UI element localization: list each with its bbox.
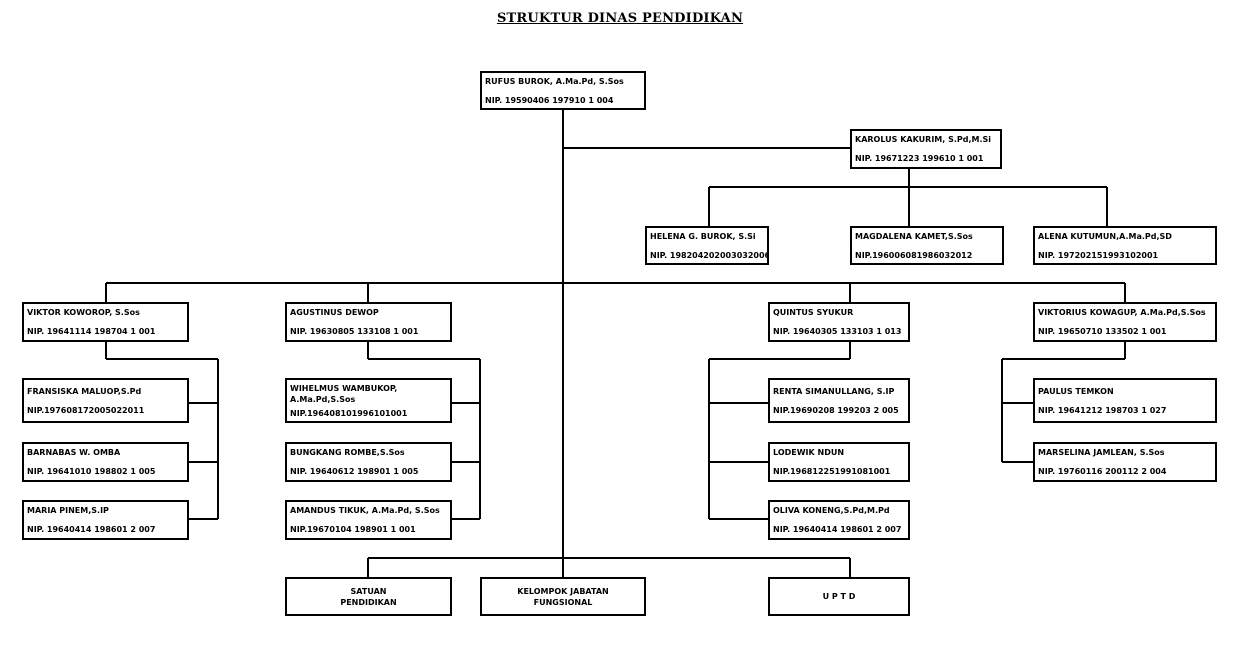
division-head-nip: NIP. 19641114 198704 1 001 <box>27 327 156 336</box>
division-head-name: VIKTOR KOWOROP, S.Sos <box>27 308 140 317</box>
unit-label: U P T D <box>822 592 856 601</box>
head-box: RUFUS BUROK, A.Ma.Pd, S.Sos NIP. 1959040… <box>480 71 646 110</box>
section-nip: NIP. 19641212 198703 1 027 <box>1038 406 1167 415</box>
section-nip: NIP.19670104 198901 1 001 <box>290 525 416 534</box>
division-head-name: QUINTUS SYUKUR <box>773 308 854 317</box>
section-nip: NIP. 19640414 198601 2 007 <box>773 525 902 534</box>
section-box: WIHELMUS WAMBUKOP, A.Ma.Pd,S.Sos NIP.196… <box>285 378 452 423</box>
division-head-name: VIKTORIUS KOWAGUP, A.Ma.Pd,S.Sos <box>1038 308 1206 317</box>
section-name: BUNGKANG ROMBE,S.Sos <box>290 448 405 457</box>
section-box: OLIVA KONENG,S.Pd,M.Pd NIP. 19640414 198… <box>768 500 910 540</box>
section-nip: NIP.196408101996101001 <box>290 409 408 418</box>
section-name: WIHELMUS WAMBUKOP, A.Ma.Pd,S.Sos <box>290 384 398 404</box>
secretary-nip: NIP. 19671223 199610 1 001 <box>855 154 984 163</box>
head-nip: NIP. 19590406 197910 1 004 <box>485 96 614 105</box>
section-box: LODEWIK NDUN NIP.196812251991081001 <box>768 442 910 482</box>
section-name: FRANSISKA MALUOP,S.Pd <box>27 387 142 396</box>
division-head-name: AGUSTINUS DEWOP <box>290 308 379 317</box>
division-head-box: AGUSTINUS DEWOP NIP. 19630805 133108 1 0… <box>285 302 452 342</box>
division-head-box: QUINTUS SYUKUR NIP. 19640305 133103 1 01… <box>768 302 910 342</box>
section-nip: NIP. 19641010 198802 1 005 <box>27 467 156 476</box>
section-nip: NIP.197608172005022011 <box>27 406 145 415</box>
section-box: FRANSISKA MALUOP,S.Pd NIP.19760817200502… <box>22 378 189 423</box>
division-head-box: VIKTOR KOWOROP, S.Sos NIP. 19641114 1987… <box>22 302 189 342</box>
division-head-nip: NIP. 19650710 133502 1 001 <box>1038 327 1167 336</box>
section-name: BARNABAS W. OMBA <box>27 448 121 457</box>
subsection-box: MAGDALENA KAMET,S.Sos NIP.19600608198603… <box>850 226 1004 265</box>
unit-label: SATUAN PENDIDIKAN <box>340 586 397 607</box>
section-name: MARSELINA JAMLEAN, S.Sos <box>1038 448 1165 457</box>
subsection-name: ALENA KUTUMUN,A.Ma.Pd,SD <box>1038 232 1172 241</box>
subsection-name: HELENA G. BUROK, S.Si <box>650 232 756 241</box>
section-nip: NIP.196812251991081001 <box>773 467 891 476</box>
unit-box: KELOMPOK JABATAN FUNGSIONAL <box>480 577 646 616</box>
section-nip: NIP. 19640414 198601 2 007 <box>27 525 156 534</box>
secretary-box: KAROLUS KAKURIM, S.Pd,M.Si NIP. 19671223… <box>850 129 1002 169</box>
unit-box: U P T D <box>768 577 910 616</box>
secretary-name: KAROLUS KAKURIM, S.Pd,M.Si <box>855 135 992 144</box>
section-nip: NIP. 19760116 200112 2 004 <box>1038 467 1167 476</box>
subsection-nip: NIP. 198204202003032006 <box>650 251 769 260</box>
division-head-nip: NIP. 19640305 133103 1 013 <box>773 327 902 336</box>
section-name: LODEWIK NDUN <box>773 448 845 457</box>
section-box: BARNABAS W. OMBA NIP. 19641010 198802 1 … <box>22 442 189 482</box>
section-box: RENTA SIMANULLANG, S.IP NIP.19690208 199… <box>768 378 910 423</box>
section-name: AMANDUS TIKUK, A.Ma.Pd, S.Sos <box>290 506 440 515</box>
chart-title: STRUKTUR DINAS PENDIDIKAN <box>496 11 744 26</box>
unit-box: SATUAN PENDIDIKAN <box>285 577 452 616</box>
section-name: RENTA SIMANULLANG, S.IP <box>773 387 895 396</box>
section-name: OLIVA KONENG,S.Pd,M.Pd <box>773 506 890 515</box>
section-name: PAULUS TEMKON <box>1038 387 1114 396</box>
head-name: RUFUS BUROK, A.Ma.Pd, S.Sos <box>485 77 624 86</box>
section-box: MARSELINA JAMLEAN, S.Sos NIP. 19760116 2… <box>1033 442 1217 482</box>
section-box: BUNGKANG ROMBE,S.Sos NIP. 19640612 19890… <box>285 442 452 482</box>
section-nip: NIP.19690208 199203 2 005 <box>773 406 899 415</box>
unit-label: KELOMPOK JABATAN FUNGSIONAL <box>517 586 609 607</box>
subsection-nip: NIP. 197202151993102001 <box>1038 251 1159 260</box>
subsection-box: HELENA G. BUROK, S.Si NIP. 1982042020030… <box>645 226 769 265</box>
section-box: PAULUS TEMKON NIP. 19641212 198703 1 027 <box>1033 378 1217 423</box>
division-head-box: VIKTORIUS KOWAGUP, A.Ma.Pd,S.Sos NIP. 19… <box>1033 302 1217 342</box>
section-name: MARIA PINEM,S.IP <box>27 506 109 515</box>
section-nip: NIP. 19640612 198901 1 005 <box>290 467 419 476</box>
section-box: AMANDUS TIKUK, A.Ma.Pd, S.Sos NIP.196701… <box>285 500 452 540</box>
subsection-name: MAGDALENA KAMET,S.Sos <box>855 232 973 241</box>
division-head-nip: NIP. 19630805 133108 1 001 <box>290 327 419 336</box>
section-box: MARIA PINEM,S.IP NIP. 19640414 198601 2 … <box>22 500 189 540</box>
subsection-nip: NIP.196006081986032012 <box>855 251 973 260</box>
subsection-box: ALENA KUTUMUN,A.Ma.Pd,SD NIP. 1972021519… <box>1033 226 1217 265</box>
